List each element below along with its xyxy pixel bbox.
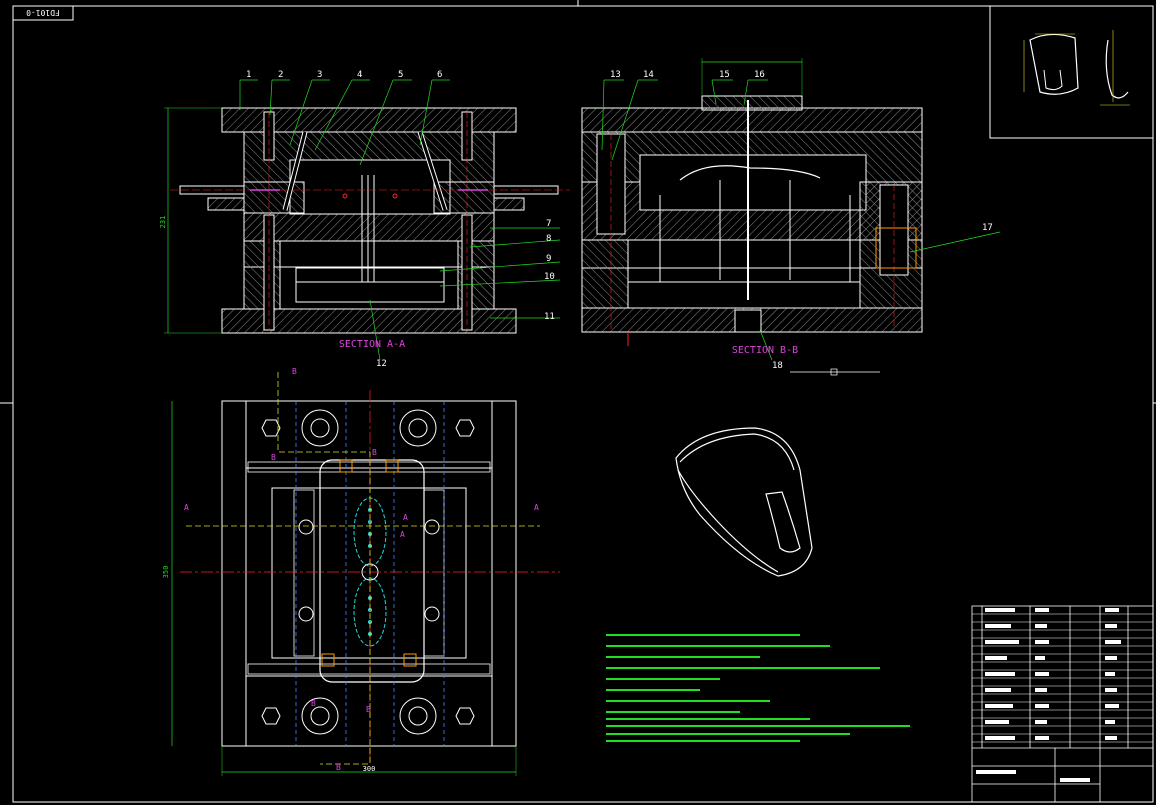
drawing-code-box: FD101-0 xyxy=(12,5,74,21)
section-markers: B B B B B B A A A A xyxy=(184,367,539,772)
dim-plan-width: 300 xyxy=(363,765,376,773)
marker-b-upper: B xyxy=(372,448,377,457)
section-b-view xyxy=(581,58,923,346)
part-label-13: 13 xyxy=(610,70,621,80)
sheet-border xyxy=(12,5,1154,803)
title-block xyxy=(971,605,1154,803)
section-a-view: 231 xyxy=(159,107,570,334)
part-label-12: 12 xyxy=(376,359,387,369)
parts-list-text-blocks xyxy=(976,608,1121,782)
part-label-18: 18 xyxy=(772,361,783,371)
part-label-8: 8 xyxy=(546,234,551,244)
marker-a-right: A xyxy=(534,503,539,512)
part-view-box xyxy=(989,5,1154,139)
marker-a-inner: A xyxy=(403,513,408,522)
section-a-part-labels: 1 2 3 4 5 6 7 8 9 10 11 12 xyxy=(246,70,555,369)
part-label-4: 4 xyxy=(357,70,362,80)
dim-height-a: 231 xyxy=(159,216,167,229)
dim-plan-height: 350 xyxy=(162,566,170,579)
technical-notes xyxy=(606,634,910,742)
part-label-3: 3 xyxy=(317,70,322,80)
marker-b-upper-left: B xyxy=(271,453,276,462)
plan-view: 300 350 xyxy=(162,372,560,776)
parts-list-rows xyxy=(972,613,1153,743)
marker-a-inner-2: A xyxy=(400,530,405,539)
part-label-7: 7 xyxy=(546,219,551,229)
drawing-code: FD101-0 xyxy=(26,8,60,17)
part-label-14: 14 xyxy=(643,70,654,80)
part-label-10: 10 xyxy=(544,272,555,282)
marker-b-bottom: B xyxy=(336,763,341,772)
part-label-16: 16 xyxy=(754,70,765,80)
part-label-5: 5 xyxy=(398,70,403,80)
section-b-leaders xyxy=(601,79,1001,376)
part-label-1: 1 xyxy=(246,70,251,80)
section-a-leaders xyxy=(239,79,561,361)
section-b-part-labels: 13 14 15 16 17 18 xyxy=(610,70,993,371)
part-label-9: 9 xyxy=(546,254,551,264)
marker-b-lower-center: B xyxy=(366,705,371,714)
part-label-6: 6 xyxy=(437,70,442,80)
marker-a-left: A xyxy=(184,503,189,512)
part-label-17: 17 xyxy=(982,223,993,233)
marker-b-lower: B xyxy=(311,699,316,708)
part-label-11: 11 xyxy=(544,312,555,322)
section-b-title: SECTION B-B xyxy=(732,345,798,356)
part-label-15: 15 xyxy=(719,70,730,80)
part-3d-view xyxy=(675,427,813,577)
section-a-title: SECTION A-A xyxy=(339,339,405,350)
part-label-2: 2 xyxy=(278,70,283,80)
marker-b-top: B xyxy=(292,367,297,376)
